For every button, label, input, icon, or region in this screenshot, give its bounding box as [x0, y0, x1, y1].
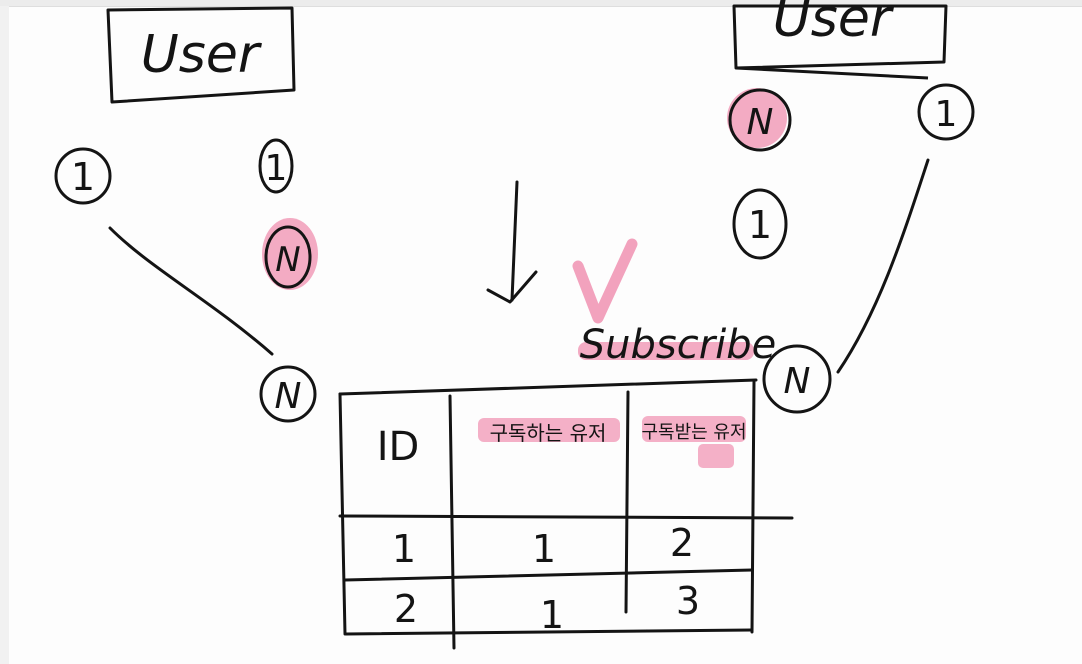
svg-text:1: 1 [935, 94, 958, 135]
svg-text:1: 1 [748, 203, 772, 247]
right-relation-line [836, 158, 930, 374]
checkmark-icon [572, 238, 638, 324]
table-row-2-subscriber: 1 [540, 593, 564, 637]
right-user-entity: User [732, 0, 948, 80]
right-cardinality-top: 1 [917, 83, 975, 141]
svg-text:N: N [275, 376, 302, 417]
svg-text:N: N [275, 240, 300, 280]
svg-text:1: 1 [265, 148, 288, 189]
table-row-1-id: 1 [392, 527, 416, 571]
table-header-subscribed: 구독받는 유저 [641, 422, 746, 443]
header-highlight-subscribed [642, 416, 746, 442]
subscribe-table [338, 378, 794, 650]
left-relation-line [108, 226, 274, 356]
table-row-1-subscribed: 2 [670, 521, 694, 565]
left-edge-strip [0, 6, 9, 664]
table-header-id: ID [377, 424, 420, 470]
left-user-box [106, 6, 296, 104]
header-highlight-subscriber [478, 418, 620, 442]
table-row-2-id: 2 [394, 587, 418, 631]
right-user-label: User [773, 0, 895, 49]
left-user-label: User [141, 25, 263, 85]
right-cardinality-join: N [762, 344, 832, 414]
table-header-subscriber: 구독하는 유저 [490, 421, 607, 445]
svg-text:Subscribe: Subscribe [580, 322, 777, 368]
table-row-1-subscriber: 1 [532, 527, 556, 571]
right-cardinality-mid: 1 [732, 188, 788, 260]
down-arrow-icon [486, 180, 538, 304]
top-toolbar-edge [0, 0, 1082, 7]
left-cardinality-side: 1 [258, 138, 294, 194]
left-cardinality-join: N [259, 365, 317, 423]
right-user-box [732, 4, 948, 70]
left-cardinality-top: 1 [54, 147, 112, 205]
svg-text:N: N [747, 102, 774, 143]
table-row-2-subscribed: 3 [676, 579, 700, 623]
left-cardinality-highlighted: N [262, 218, 318, 290]
svg-text:N: N [784, 361, 811, 402]
svg-text:1: 1 [71, 155, 95, 199]
right-cardinality-highlighted: N [727, 88, 792, 152]
subscribe-label: Subscribe [578, 322, 776, 368]
left-user-entity: User [106, 6, 296, 104]
